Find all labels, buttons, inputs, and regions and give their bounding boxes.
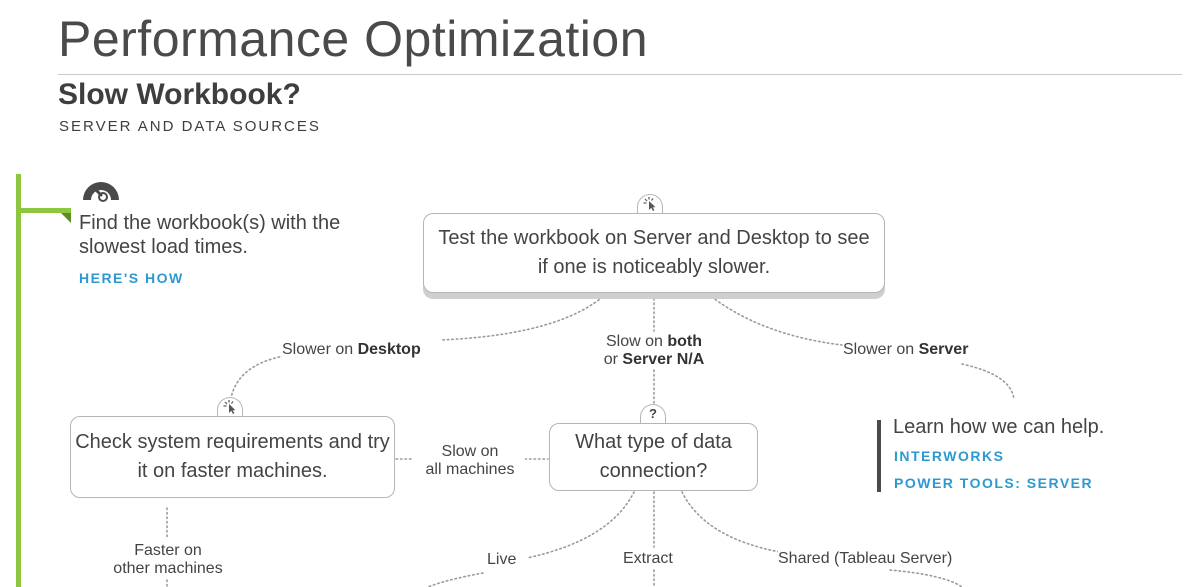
help-accent-bar bbox=[877, 420, 881, 492]
connector-live-down bbox=[427, 572, 484, 587]
edge-label-live: Live bbox=[487, 551, 517, 569]
edge-label-slower-server: Slower on Server bbox=[843, 341, 969, 359]
edge-label-faster-other-machines: Faster on other machines bbox=[100, 542, 236, 578]
help-text: Learn how we can help. bbox=[893, 416, 1105, 438]
title-divider bbox=[58, 74, 1182, 75]
connector-shared-down bbox=[889, 569, 963, 587]
page-subtitle: Slow Workbook? bbox=[58, 78, 301, 111]
cursor-click-icon bbox=[643, 197, 656, 211]
process-bar-branch bbox=[21, 208, 71, 213]
node-check-badge bbox=[217, 397, 243, 417]
connector-test-to-desktop bbox=[439, 293, 607, 341]
node-data-connection-type: What type of data connection? bbox=[549, 423, 758, 491]
edge-label-extract: Extract bbox=[623, 550, 673, 568]
node-check-requirements: Check system requirements and try it on … bbox=[70, 416, 395, 498]
connector-test-to-server bbox=[707, 293, 843, 346]
question-badge: ? bbox=[640, 404, 666, 424]
step-find-workbooks: Find the workbook(s) with the slowest lo… bbox=[79, 212, 341, 258]
section-label: SERVER AND DATA SOURCES bbox=[59, 118, 321, 135]
page-title: Performance Optimization bbox=[58, 11, 649, 67]
heres-how-link[interactable]: HERE'S HOW bbox=[79, 270, 184, 286]
process-bar bbox=[16, 174, 21, 587]
connector-type-to-live bbox=[526, 491, 635, 559]
node-test-badge bbox=[637, 194, 663, 214]
edge-label-slow-both: Slow on both or Server N/A bbox=[594, 333, 714, 369]
edge-label-shared: Shared (Tableau Server) bbox=[778, 550, 953, 568]
edge-label-slower-desktop: Slower on Desktop bbox=[282, 341, 421, 359]
connector-desktop-to-check bbox=[230, 355, 285, 399]
speedometer-icon bbox=[83, 182, 119, 202]
connector-type-to-shared bbox=[681, 491, 781, 553]
connector-server-to-help bbox=[961, 363, 1015, 401]
interworks-link[interactable]: INTERWORKS bbox=[894, 448, 1005, 464]
process-bar-tip bbox=[61, 213, 71, 223]
power-tools-server-link[interactable]: POWER TOOLS: SERVER bbox=[894, 475, 1094, 491]
node-test-workbook: Test the workbook on Server and Desktop … bbox=[423, 213, 885, 293]
cursor-click-icon bbox=[223, 400, 236, 414]
edge-label-slow-all-machines: Slow on all machines bbox=[415, 443, 525, 479]
